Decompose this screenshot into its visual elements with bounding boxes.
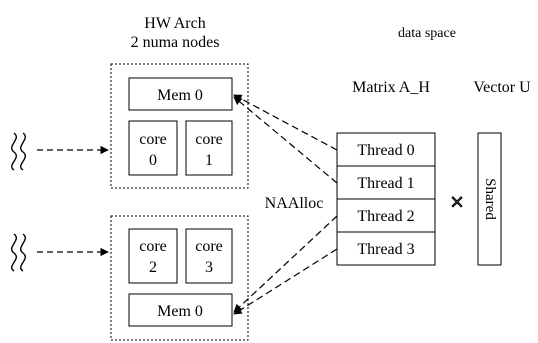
numa-node-1-memory-label: Mem 0 — [157, 303, 203, 320]
numa-node-0-memory — [128, 77, 233, 111]
numa-node-1-boundary — [110, 215, 249, 341]
matrix-a-h: Thread 0 Thread 1 Thread 2 Thread 3 — [336, 132, 436, 266]
naalloc-label: NAAlloc — [265, 195, 324, 212]
thread-source-icon-bottom — [11, 233, 26, 272]
core-2-label: core — [139, 238, 167, 255]
thread-1-label: Thread 1 — [357, 175, 414, 192]
vector-label: Vector U — [473, 79, 531, 96]
allocation-arrows — [233, 94, 338, 315]
hw-arch-title: HW Arch — [144, 15, 205, 32]
core-3-label: core — [195, 238, 223, 255]
numa-node-1-memory — [128, 293, 233, 327]
core-1-label: core — [195, 131, 223, 148]
numa-node-0-boundary — [110, 63, 249, 189]
vector-u-box — [477, 132, 502, 266]
alloc-arrow-thread-1 — [233, 96, 338, 184]
thread-3-label: Thread 3 — [357, 241, 414, 258]
vector-u-shared-label: Shared — [482, 178, 498, 220]
data-space-title: data space — [398, 26, 456, 41]
core-0-index: 0 — [149, 152, 157, 169]
thread-source-icon-top — [11, 132, 26, 171]
alloc-arrow-thread-2 — [233, 215, 338, 313]
core-1-index: 1 — [205, 152, 213, 169]
matrix-label: Matrix A_H — [352, 79, 430, 96]
hw-arch-subtitle: 2 numa nodes — [131, 34, 220, 51]
multiply-icon: × — [450, 189, 465, 216]
thread-2-row — [336, 198, 436, 233]
numa-node-0: Mem 0 core 0 core 1 — [110, 63, 249, 189]
core-3-box — [185, 228, 233, 284]
numa-node-1: core 2 core 3 Mem 0 — [110, 215, 249, 341]
thread-2-label: Thread 2 — [357, 208, 414, 225]
alloc-arrow-thread-3 — [233, 248, 338, 315]
thread-0-label: Thread 0 — [357, 142, 414, 159]
svg-text:×: × — [450, 190, 464, 216]
core-1-box — [185, 120, 233, 176]
alloc-arrow-thread-0 — [233, 94, 338, 151]
numa-node-0-memory-label: Mem 0 — [157, 87, 203, 104]
core-0-box — [128, 120, 178, 176]
core-0-label: core — [139, 131, 167, 148]
vector-u: Shared — [477, 132, 502, 266]
core-2-index: 2 — [149, 259, 157, 276]
core-2-box — [128, 228, 178, 284]
core-3-index: 3 — [205, 259, 213, 276]
thread-3-row — [336, 231, 436, 266]
